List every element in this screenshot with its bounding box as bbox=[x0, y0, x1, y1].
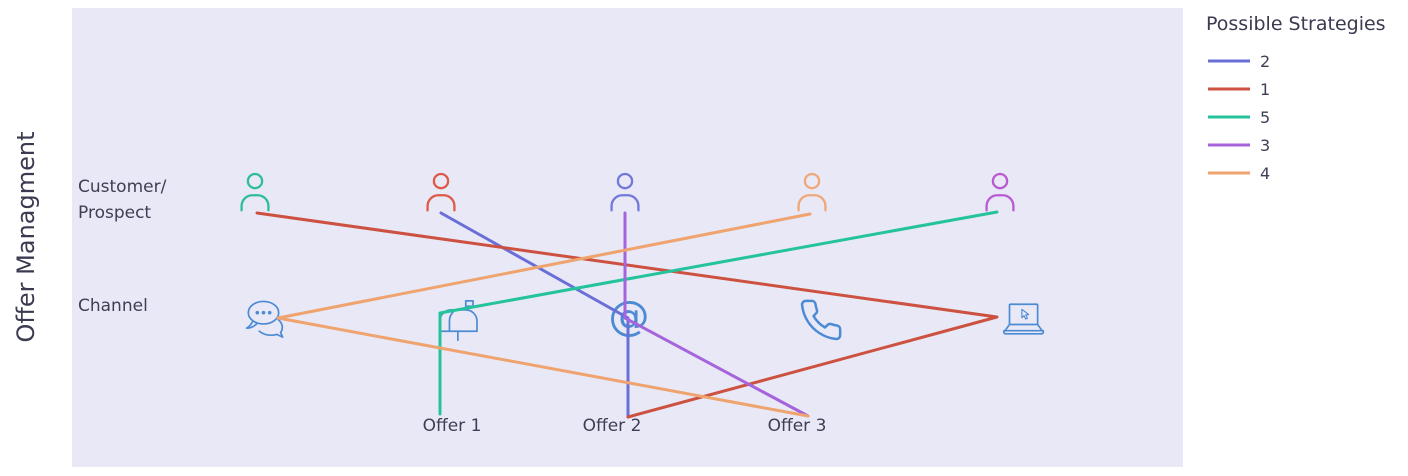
person-icon bbox=[426, 172, 456, 212]
strategy-3-line[interactable] bbox=[623, 211, 810, 418]
legend-item-strategy-3[interactable]: 3 bbox=[1206, 131, 1386, 159]
row-label-customer-prospect: Customer/ Prospect bbox=[78, 174, 166, 226]
legend-swatch-4 bbox=[1208, 171, 1250, 175]
legend-title: Possible Strategies bbox=[1206, 13, 1386, 35]
phone-icon bbox=[794, 293, 848, 347]
strategy-1-line[interactable] bbox=[255, 211, 999, 419]
customer-label-line1: Customer/ bbox=[78, 177, 167, 197]
offer-1-label: Offer 1 bbox=[422, 416, 482, 436]
offer-2-label: Offer 2 bbox=[582, 416, 642, 436]
legend-label-1: 1 bbox=[1260, 79, 1271, 99]
customer-icon-3 bbox=[602, 169, 648, 215]
strategy-4-line[interactable] bbox=[276, 212, 812, 418]
person-icon bbox=[797, 172, 827, 212]
legend-label-5: 5 bbox=[1260, 107, 1271, 127]
person-icon bbox=[985, 172, 1015, 212]
legend-swatch-3 bbox=[1208, 143, 1250, 147]
legend-item-strategy-4[interactable]: 4 bbox=[1206, 159, 1386, 187]
legend-item-strategy-2[interactable]: 2 bbox=[1206, 47, 1386, 75]
customer-icon-5 bbox=[977, 169, 1023, 215]
offer-3-label: Offer 3 bbox=[767, 416, 827, 436]
legend-label-4: 4 bbox=[1260, 163, 1271, 183]
legend-item-strategy-5[interactable]: 5 bbox=[1206, 103, 1386, 131]
person-icon bbox=[610, 172, 640, 212]
customer-label-line2: Prospect bbox=[78, 203, 152, 223]
legend-label-2: 2 bbox=[1260, 51, 1271, 71]
y-axis-title: Offer Managment bbox=[12, 131, 40, 343]
legend-swatch-5 bbox=[1208, 115, 1250, 119]
person-icon bbox=[240, 172, 270, 212]
customer-icon-2 bbox=[418, 169, 464, 215]
web-laptop-icon bbox=[996, 293, 1050, 347]
customer-icon-4 bbox=[789, 169, 835, 215]
legend: Possible Strategies 2 1 5 3 4 bbox=[1206, 13, 1386, 187]
legend-item-strategy-1[interactable]: 1 bbox=[1206, 75, 1386, 103]
row-label-channel: Channel bbox=[78, 296, 148, 316]
legend-label-3: 3 bbox=[1260, 135, 1271, 155]
legend-swatch-2 bbox=[1208, 59, 1250, 63]
customer-icon-1 bbox=[232, 169, 278, 215]
legend-swatch-1 bbox=[1208, 87, 1250, 91]
strategy-5-line[interactable] bbox=[438, 210, 999, 416]
chat-icon bbox=[241, 293, 295, 347]
